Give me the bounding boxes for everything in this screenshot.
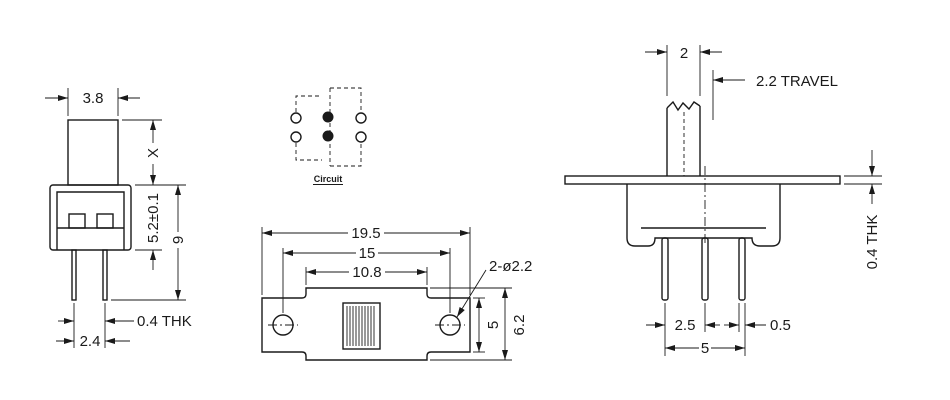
terminal-open xyxy=(290,112,302,124)
hole-leader-line xyxy=(456,269,487,318)
body-width-label: 6.2 xyxy=(511,315,528,336)
circuit-link xyxy=(295,95,322,112)
terminal-open xyxy=(355,112,367,124)
housing xyxy=(626,184,781,247)
actuator-height-label: X xyxy=(145,148,162,158)
bottom-view: 19.5 15 10.8 2-ø2.2 5 6.2 xyxy=(261,225,532,361)
pin-pitch-label: 2.4 xyxy=(80,333,101,350)
circuit-link xyxy=(330,87,362,112)
actuator-width-label: 2 xyxy=(680,45,688,62)
front-view: 2 2.2 TRAVEL 0.4 THK 2.5 0.5 5 xyxy=(564,45,882,357)
pin-3 xyxy=(738,237,746,301)
plate-thickness-label: 0.4 THK xyxy=(864,215,881,270)
pin-right xyxy=(102,249,108,301)
contact-left xyxy=(68,213,86,229)
housing-inner-outline xyxy=(56,191,125,250)
actuator-break-line xyxy=(666,100,701,112)
terminal-open xyxy=(290,131,302,143)
terminal-open xyxy=(355,131,367,143)
overall-height-label: 9 xyxy=(170,236,187,244)
circuit-title: Circuit xyxy=(314,174,343,184)
circuit-link xyxy=(330,143,362,167)
terminal-common xyxy=(322,111,334,123)
contact-right xyxy=(96,213,114,229)
pin-left xyxy=(71,249,77,301)
body-length-label: 10.8 xyxy=(352,264,381,281)
travel-label: 2.2 TRAVEL xyxy=(756,73,838,90)
pin-1 xyxy=(661,237,669,301)
hole-pitch-label: 15 xyxy=(359,245,376,262)
terminal-common xyxy=(322,130,334,142)
housing xyxy=(49,184,132,251)
width-dimension-label: 3.8 xyxy=(83,90,104,107)
slider-knob xyxy=(342,302,381,350)
overall-length-label: 19.5 xyxy=(351,225,380,242)
circuit-link xyxy=(295,143,322,161)
circuit-diagram: Circuit xyxy=(290,87,367,185)
switch-outline xyxy=(261,287,471,361)
pin-pitch-label: 2.5 xyxy=(675,317,696,334)
pin-thickness-label: 0.4 THK xyxy=(137,313,192,330)
mounting-plate xyxy=(564,175,841,185)
pin-2 xyxy=(701,237,709,301)
hole-diameter-label: 2-ø2.2 xyxy=(489,258,532,275)
slider-ribs xyxy=(346,306,375,346)
pin-width-label: 0.5 xyxy=(770,317,791,334)
side-view: 3.8 X 5.2±0.1 9 0.4 THK 2.4 xyxy=(45,88,192,350)
flange-width-label: 5 xyxy=(485,321,502,329)
actuator xyxy=(67,119,119,186)
pin-span-label: 5 xyxy=(701,340,709,357)
body-height-label: 5.2±0.1 xyxy=(145,193,162,243)
